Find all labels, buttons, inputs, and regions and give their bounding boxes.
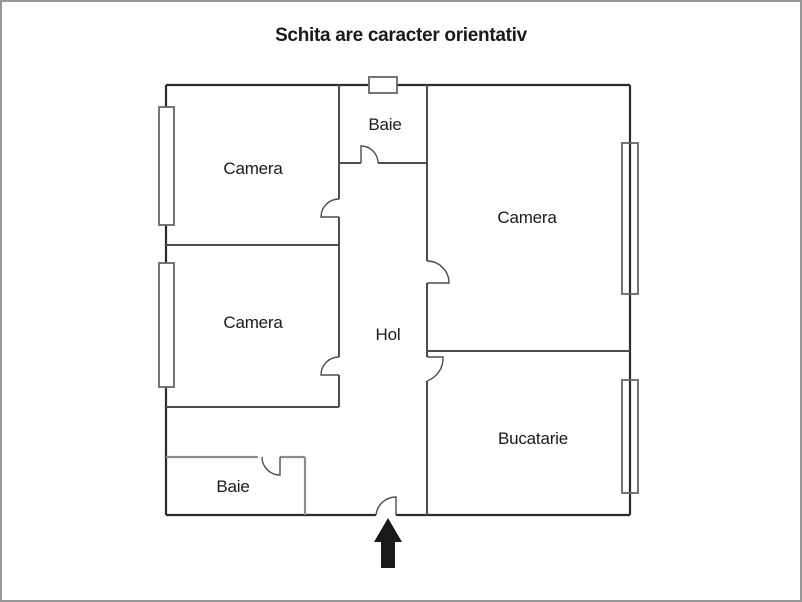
room-label-hol: Hol [375,325,401,344]
door-camera-middle-left [320,356,340,376]
room-label-camera-top-left: Camera [223,159,283,178]
windows [158,76,639,494]
room-label-camera-right: Camera [497,208,557,227]
room-label-bucatarie: Bucatarie [497,429,569,448]
window-baie-top [368,76,398,94]
bathroom-walls [166,455,307,515]
room-label-baie-top: Baie [368,115,402,134]
window-bucatarie [621,379,639,494]
entrance-arrow-up-icon [374,518,402,568]
inner-walls [166,85,630,515]
page-title: Schita are caracter orientativ [275,25,527,46]
window-camera-top-left [158,106,175,226]
room-label-baie-bottom: Baie [216,477,250,496]
door-camera-top-left [320,198,340,218]
door-baie-top [360,145,379,164]
door-entrance [375,496,397,516]
door-baie-bottom [261,456,281,476]
room-label-camera-middle-left: Camera [223,313,283,332]
outer-walls [164,83,632,517]
door-camera-right [426,260,450,284]
door-bucatarie [426,356,444,382]
window-camera-right [621,142,639,295]
door-swings [261,145,450,516]
window-camera-middle-left [158,262,175,388]
